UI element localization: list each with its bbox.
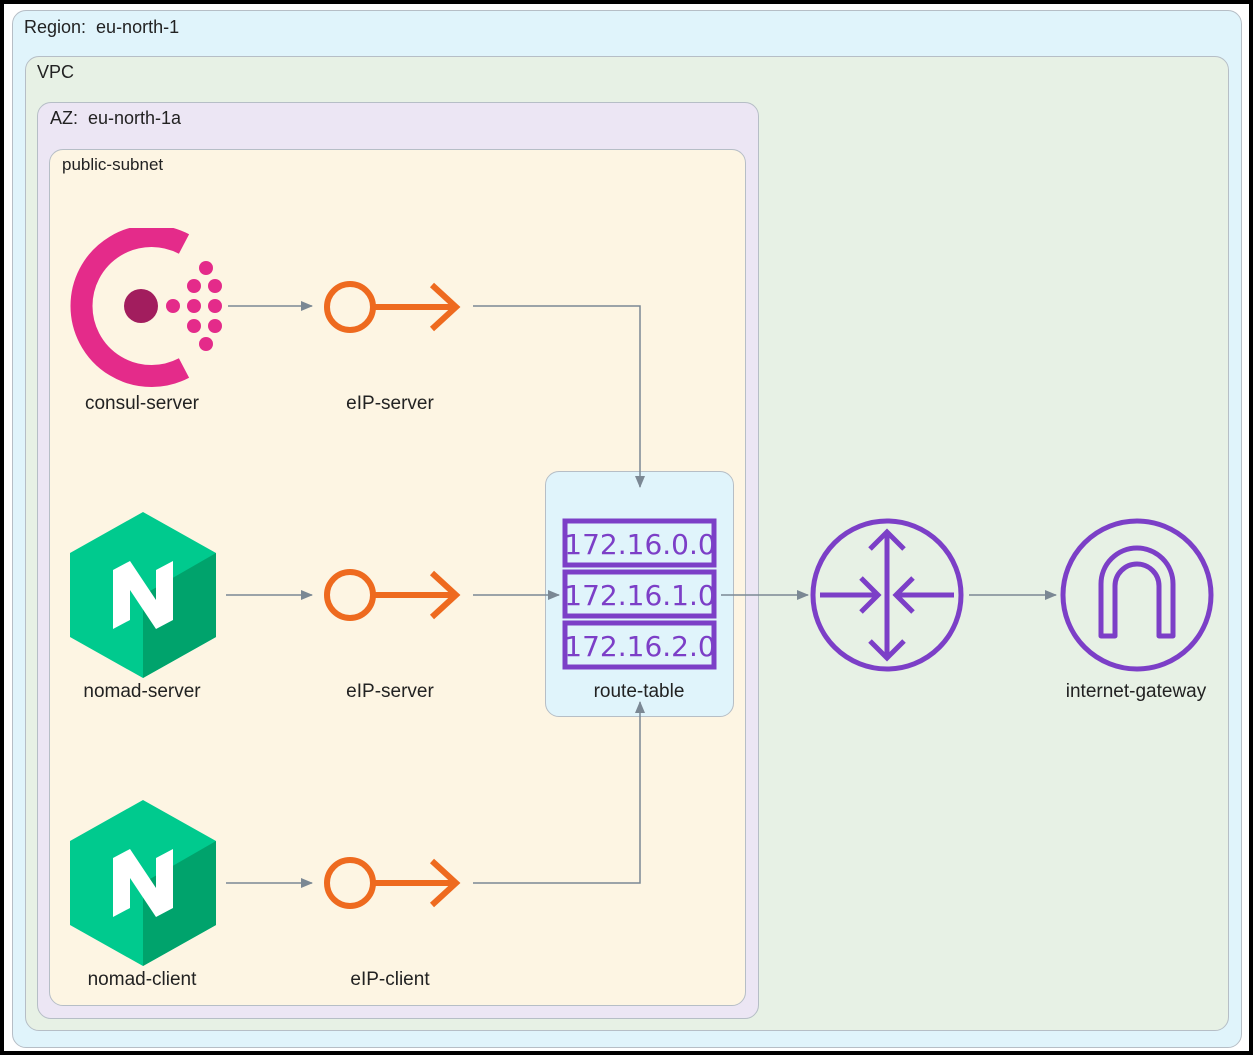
- route-table-label: route-table: [593, 681, 685, 702]
- route-entry-2: 172.16.2.0: [564, 630, 715, 663]
- route-entry-1: 172.16.1.0: [564, 579, 715, 612]
- nomad-client-icon: [70, 800, 216, 966]
- eip-client-label: eIP-client: [350, 969, 430, 990]
- route-entry-0: 172.16.0.0: [564, 528, 715, 561]
- nomad-server-label: nomad-server: [83, 681, 201, 702]
- router-icon: [810, 518, 964, 672]
- vpc-label: VPC: [37, 62, 75, 82]
- subnet-label: public-subnet: [62, 155, 164, 174]
- consul-server-label: consul-server: [84, 393, 200, 414]
- region-label: Region: eu-north-1: [24, 17, 180, 37]
- elastic-ip-icon: [324, 569, 461, 621]
- nomad-server-icon: [70, 512, 216, 678]
- az-label: AZ: eu-north-1a: [50, 108, 182, 128]
- route-table-icon: 172.16.0.0 172.16.1.0 172.16.2.0: [562, 518, 717, 670]
- elastic-ip-icon: [324, 281, 461, 333]
- internet-gateway-icon: [1060, 518, 1214, 672]
- route-table-cluster: [545, 471, 734, 717]
- elastic-ip-icon: [324, 857, 461, 909]
- consul-icon: [70, 228, 222, 387]
- eip-server-1-label: eIP-server: [346, 393, 434, 414]
- eip-server-2-label: eIP-server: [346, 681, 434, 702]
- internet-gateway-label: internet-gateway: [1065, 681, 1207, 702]
- nomad-client-label: nomad-client: [87, 969, 197, 990]
